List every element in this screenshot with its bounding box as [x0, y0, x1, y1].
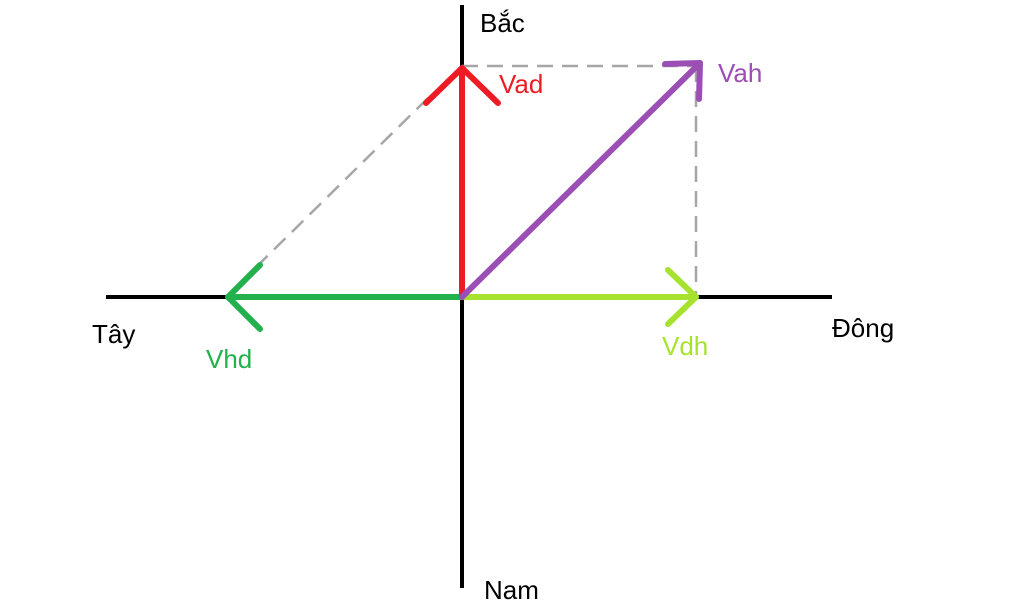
vdh-arrowhead [665, 267, 699, 327]
vector-vad [423, 65, 501, 300]
label-vah: Vah [718, 58, 762, 88]
vad-arrowhead [423, 65, 501, 106]
vah-arrowhead [662, 60, 703, 102]
guide-diagonal-left [239, 97, 429, 284]
label-north: Bắc [480, 8, 525, 38]
label-south: Nam [484, 575, 539, 605]
label-vad: Vad [499, 69, 543, 99]
vah-shaft [459, 60, 703, 300]
label-vdh: Vdh [662, 331, 708, 361]
label-vhd: Vhd [206, 344, 252, 374]
vector-vhd [225, 262, 465, 332]
vhd-arrowhead [225, 262, 263, 332]
dashed-guides [239, 64, 700, 297]
label-east: Đông [832, 313, 894, 343]
label-west: Tây [92, 319, 135, 349]
vector-vdh [459, 267, 699, 327]
vector-vah [459, 60, 703, 300]
